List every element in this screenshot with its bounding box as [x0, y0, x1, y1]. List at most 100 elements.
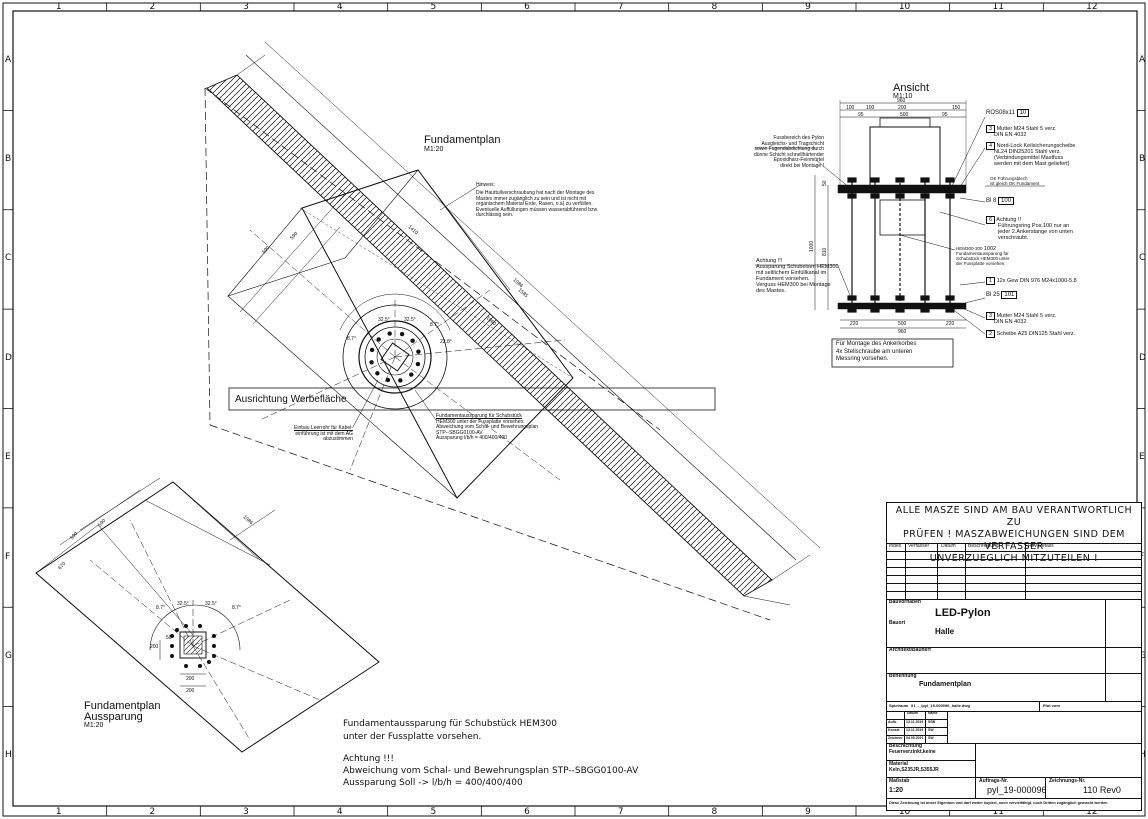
main-foundation-plan — [204, 41, 821, 621]
frame-row-label: G — [5, 650, 12, 661]
frame-column-label: 5 — [430, 2, 437, 12]
frame-row-label: B — [5, 154, 12, 165]
dim-label: 200 — [898, 105, 907, 111]
massstab-value: 1:20 — [889, 787, 904, 794]
anchor-bolt — [369, 360, 374, 365]
nut — [847, 193, 857, 199]
hinweis-line: Eventuelle Auffüllungen müssen wasserabf… — [476, 206, 599, 213]
recess-bolt — [170, 634, 174, 638]
benennung-value: Fundamentplan — [919, 681, 972, 688]
frame-row-label: H — [1139, 750, 1146, 761]
dim-label: 200 — [186, 676, 195, 682]
nut — [945, 177, 955, 183]
frame-column-label: 10 — [898, 2, 911, 12]
recess-bolt — [184, 624, 188, 628]
dim-label: 220 — [946, 321, 955, 327]
item-callout: OK Führungsblech ist gleich OK Fundament — [990, 176, 1040, 186]
item-callout: 3 Mutter M24 Stahl 5 verz. DIN EN 4032 — [986, 312, 1057, 325]
beschichtung-value: Feuerverzinkt,keine — [889, 749, 936, 755]
nut — [920, 177, 930, 183]
side-view — [755, 100, 1045, 368]
ausrichtung-box — [228, 387, 716, 411]
bottom-flange — [837, 302, 967, 310]
plan-title: Fundamentplan — [424, 134, 501, 146]
hinweis-line: organischem Material Erde, Rasen, o.ä) z… — [476, 201, 593, 207]
recess-bolt — [198, 664, 202, 668]
dim-label: 95 — [942, 112, 948, 118]
recess-bolt — [212, 644, 216, 648]
bauort-label: Bauort — [889, 620, 906, 626]
anchor-bolt — [415, 361, 421, 367]
ros-label: ROS08x11 10 — [986, 109, 1030, 117]
revision-table: Index Verfasser Datum Beschreibung Rev D… — [887, 543, 1141, 599]
dim-label: 150 — [952, 105, 961, 111]
massstab-label: Maßstab — [889, 778, 910, 784]
anchor-circle-outer — [342, 304, 448, 410]
frame-column-label: 6 — [524, 2, 530, 12]
nut — [870, 177, 880, 183]
frame-column-label: 12 — [1086, 807, 1098, 817]
recess-bolt — [170, 654, 174, 658]
anchor-bolt — [416, 349, 421, 354]
architekt-label: Architekt/Bauherr — [889, 647, 932, 653]
item-callout: 4 Nord-Lock Keilsicherungscheibe NL24 DI… — [986, 142, 1075, 167]
auftrag-value: pyl_19-000096 — [987, 785, 1047, 795]
frame-column-label: 11 — [992, 2, 1004, 12]
item-callout: 1 12x Gew DIN 976 M24x1000-5.8 — [986, 277, 1077, 285]
frame-column-label: 3 — [243, 2, 249, 12]
recess-plan-title: Fundamentplan — [84, 700, 161, 712]
anchor-bolt — [399, 331, 405, 337]
frame-row-label: F — [5, 551, 11, 562]
dim-label: 95 — [858, 112, 864, 118]
bauvorhaben-value: LED-Pylon — [935, 607, 991, 619]
spielraum-value: 01_-_lpyl_19-000096_halle.dwg — [911, 703, 970, 708]
recess-bolt — [212, 654, 216, 658]
recess-plan-scale: M1:20 — [84, 722, 104, 729]
nut — [895, 177, 905, 183]
item-callout: 2 Scheibe A25 DIN125 Stahl verz. — [986, 330, 1075, 338]
recess-bolts — [170, 624, 216, 668]
zeichnung-value: 110 Rev0 — [1083, 785, 1121, 795]
frame-column-label: 6 — [524, 807, 530, 817]
plan-scale: M1:20 — [424, 146, 444, 153]
aussparung-note: Fundamentaussparung für Schubstück HEM30… — [436, 413, 539, 441]
hem-callout: HEM300-300 1002 Fundamentaussparung für … — [956, 246, 1010, 266]
angle-label: 32.5° — [404, 317, 416, 323]
montage-note: Für Montage des Ankerkorbes 4x Stellschr… — [836, 341, 917, 363]
anchor-bolt — [369, 347, 375, 353]
dim-label: 500 — [898, 321, 907, 327]
achtung-hem-note: Achtung !!! Aussparung Schubeisen HEM300… — [756, 258, 839, 295]
dim-label: 960 — [898, 329, 907, 335]
anchor-bolt — [387, 331, 392, 336]
title-warning: ALLE MASZE SIND AM BAU VERANTWORTLICH ZU… — [895, 505, 1133, 564]
nut — [847, 177, 857, 183]
recess-bolt — [212, 634, 216, 638]
angle-label: 22.8° — [440, 339, 452, 345]
recess-bolt — [170, 644, 174, 648]
frame-row-label: E — [5, 452, 11, 463]
bottom-note: Fundamentaussparung für Schubstück HEM30… — [343, 719, 639, 788]
frame-column-label: 11 — [992, 807, 1004, 817]
material-label: Material — [889, 761, 908, 767]
hinweis-title: Hinweis: — [476, 182, 495, 188]
dim-label: 200 — [150, 644, 159, 650]
dim-label: 50 — [822, 180, 828, 186]
frame-row-label: C — [5, 253, 12, 264]
ansicht-title: Ansicht — [893, 82, 930, 94]
anchor-bolt — [409, 372, 414, 377]
frame-column-label: 3 — [243, 807, 249, 817]
frame-row-label: G — [1139, 650, 1146, 661]
bl8-label: Bl 8 100 — [986, 197, 1015, 205]
anchor-bolt — [376, 337, 381, 342]
frame-column-label: 10 — [898, 807, 911, 817]
item-callout: 6 Achtung !! Führungsring Pos.100 nur an… — [986, 216, 1073, 241]
frame-column-label: 8 — [711, 2, 718, 12]
anchor-bolt — [375, 371, 380, 376]
hinweis-line: Die Hauttullverschraubung hat nach der M… — [476, 190, 595, 196]
dim-label: 200 — [186, 688, 195, 694]
dim-label: 960 — [897, 98, 906, 104]
nut — [895, 193, 905, 199]
